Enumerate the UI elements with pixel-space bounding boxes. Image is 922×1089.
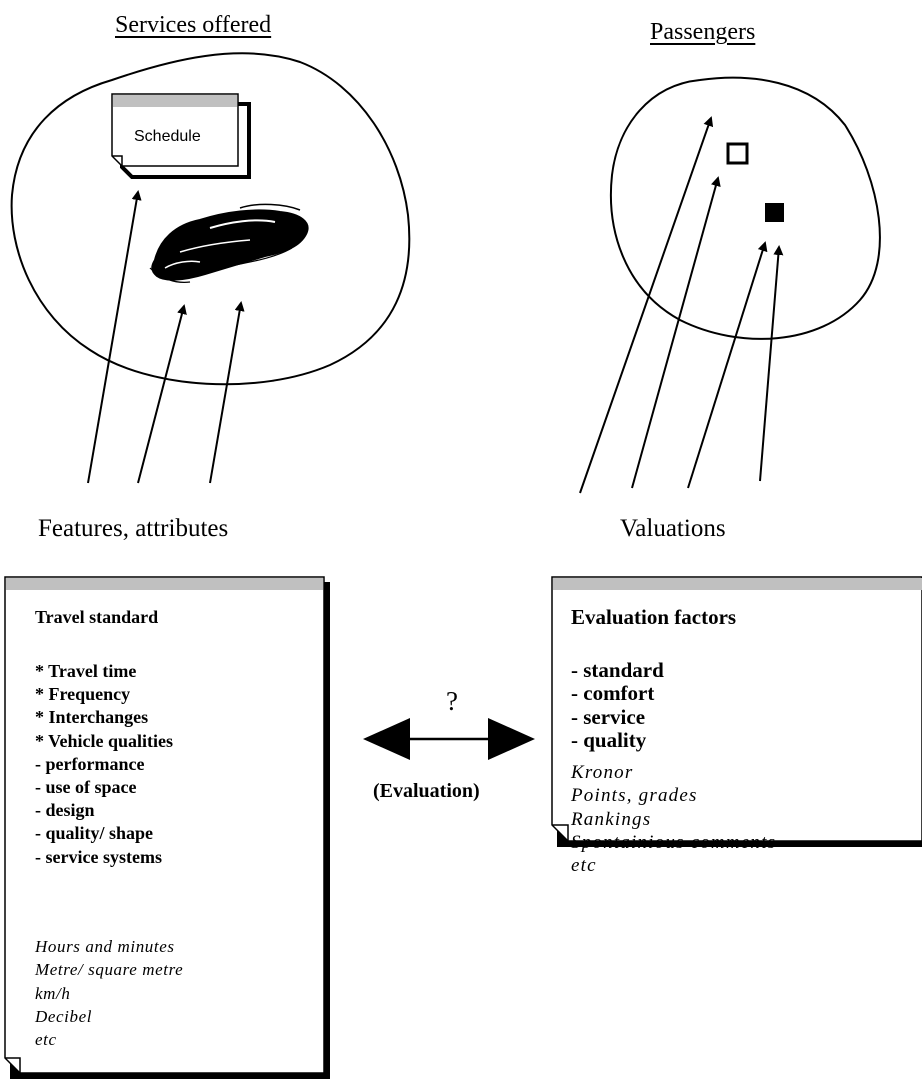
- list-item: * Frequency: [35, 684, 131, 705]
- list-item: - use of space: [35, 777, 137, 798]
- arrow-to-car-2: [209, 301, 245, 484]
- right-card-title: Evaluation factors: [571, 605, 737, 629]
- list-item: - design: [35, 800, 95, 821]
- list-item: - performance: [35, 753, 145, 774]
- arrow-to-passenger-2: [631, 176, 721, 489]
- unit-item: Decibel: [35, 1006, 93, 1026]
- right-card-frame: [551, 576, 922, 847]
- list-item: * Interchanges: [35, 707, 149, 728]
- double-headed-arrow-icon: [363, 718, 535, 760]
- unit-item: Spontainious comments: [571, 831, 777, 853]
- left-card-units: Hours and minutes Metre/ square metre km…: [35, 935, 183, 1051]
- unit-item: etc: [35, 1030, 57, 1050]
- unit-item: km/h: [35, 983, 71, 1003]
- unit-item: Kronor: [571, 762, 634, 783]
- filled-square-icon: [765, 203, 784, 222]
- services-blob: [10, 52, 411, 386]
- list-item: - service: [571, 704, 646, 729]
- list-item: * Vehicle qualities: [35, 730, 174, 751]
- left-card-frame: [4, 576, 330, 1079]
- unit-item: etc: [571, 855, 597, 877]
- list-item: * Travel time: [35, 661, 137, 681]
- outline-square-icon: [726, 142, 749, 165]
- list-item: - comfort: [571, 681, 655, 706]
- schedule-document-icon: [111, 93, 251, 179]
- right-card-units: Kronor Points, grades Rankings Spontaini…: [571, 761, 776, 877]
- car-icon: [149, 203, 309, 283]
- arrow-to-passenger-1: [579, 116, 714, 494]
- list-item: - standard: [571, 658, 664, 682]
- list-item: - quality: [571, 728, 647, 753]
- arrow-to-schedule: [87, 190, 142, 484]
- features-caption: Features, attributes: [38, 515, 229, 542]
- list-item: - service systems: [35, 846, 162, 867]
- unit-item: Metre/ square metre: [35, 960, 184, 980]
- unit-item: Hours and minutes: [35, 937, 175, 956]
- arrow-to-car-1: [137, 304, 187, 484]
- services-offered-heading: Services offered: [115, 12, 272, 38]
- left-card-items: * Travel time * Frequency * Interchanges…: [35, 660, 173, 869]
- left-card-title: Travel standard: [35, 607, 159, 627]
- passengers-blob: [609, 76, 881, 340]
- passengers-heading: Passengers: [650, 19, 756, 45]
- right-card-content: Evaluation factors: [571, 605, 736, 630]
- list-item: - quality/ shape: [35, 823, 154, 844]
- left-card-content: Travel standard: [35, 607, 158, 628]
- arrow-to-passenger-3: [687, 241, 768, 489]
- unit-item: Rankings: [571, 808, 652, 830]
- right-card-items: - standard - comfort - service - quality: [571, 658, 664, 753]
- arrow-to-passenger-4: [759, 245, 784, 482]
- schedule-label: Schedule: [134, 128, 201, 145]
- unit-item: Points, grades: [571, 785, 698, 807]
- evaluation-label: (Evaluation): [373, 780, 480, 802]
- question-mark-label: ?: [446, 686, 458, 716]
- valuations-caption: Valuations: [620, 515, 726, 542]
